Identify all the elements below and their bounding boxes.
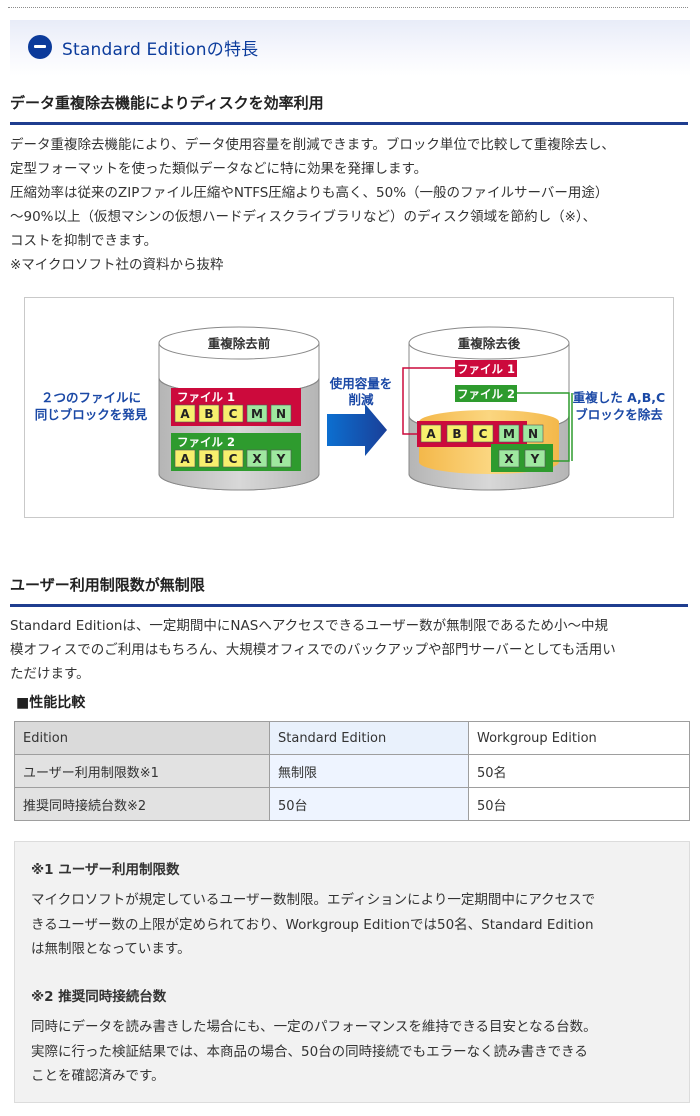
text-line: Standard Editionは、一定期間中にNASへアクセスできるユーザー数…: [10, 618, 608, 634]
text-line: 圧縮効率は従来のZIPファイル圧縮やNTFS圧縮よりも高く、50%（一般のファイ…: [10, 185, 609, 201]
after-label: 重複除去後: [458, 336, 521, 351]
block-label: A: [426, 427, 436, 441]
block-label: A: [180, 452, 190, 466]
table-header-cell: Workgroup Edition: [468, 721, 690, 755]
text-line: 同時にデータを読み書きした場合にも、一定のパフォーマンスを維持できる目安となる台…: [31, 1019, 597, 1035]
section-title-dedup: データ重複除去機能によりディスクを効率利用: [10, 92, 688, 125]
reduce-arrow-icon: [327, 404, 387, 456]
note2-title: ※2 推奨同時接続台数: [31, 989, 167, 1005]
block-label: B: [204, 407, 213, 421]
block-label: M: [251, 407, 263, 421]
block-b: [198, 404, 220, 423]
table-row: ユーザー利用制限数※1 無制限 50名: [14, 754, 690, 788]
table-cell: 無制限: [269, 754, 469, 788]
text-line: きるユーザー数の上限が定められており、Workgroup Editionでは50…: [31, 916, 594, 933]
text-line: 模オフィスでのご利用はもちろん、大規模オフィスでのバックアップや部門サーバーとし…: [10, 642, 616, 658]
block-label: M: [503, 427, 515, 441]
arrow-caption-line1: 使用容量を: [329, 376, 393, 391]
block-n: [270, 404, 292, 423]
table-cell: 50名: [468, 754, 690, 788]
text-line: マイクロソフトが規定しているユーザー数制限。エディションにより一定期間中にアクセ…: [31, 892, 596, 908]
section-title-unlimited-users: ユーザー利用制限数が無制限: [10, 574, 688, 607]
block-label: X: [504, 452, 514, 466]
file2-after-label-box: [455, 385, 517, 402]
table-row: 推奨同時接続台数※2 50台 50台: [14, 787, 690, 821]
note1-title: ※1 ユーザー利用制限数: [31, 862, 180, 878]
performance-table: Edition Standard Edition Workgroup Editi…: [14, 721, 690, 821]
accordion-header[interactable]: Standard Editionの特長: [10, 20, 690, 76]
block-label: C: [229, 407, 238, 421]
text-line: ただけます。: [10, 666, 90, 682]
text-line: 定型フォーマットを使った類似データなどに特に効果を発揮します。: [10, 161, 428, 177]
right-caption-line2: ブロックを除去: [575, 407, 663, 422]
block-label: N: [276, 407, 286, 421]
table-header-cell: Standard Edition: [269, 721, 469, 755]
block-b: [198, 449, 220, 468]
block-a: [174, 449, 196, 468]
collapse-minus-icon[interactable]: [28, 35, 52, 59]
block-c: [222, 404, 244, 423]
block-label: Y: [530, 452, 540, 466]
left-caption-line1: ２つのファイルに: [41, 390, 141, 405]
block-y: [270, 449, 292, 468]
file2-connector-line: [517, 392, 570, 462]
section-unlimited-text: Standard Editionは、一定期間中にNASへアクセスできるユーザー数…: [10, 614, 688, 686]
table-header-row: Edition Standard Edition Workgroup Editi…: [14, 721, 690, 755]
right-caption-line1: 重複した A,B,C: [573, 390, 665, 405]
block-label: C: [229, 452, 238, 466]
perf-comparison-title: ■性能比較: [16, 695, 86, 711]
block-label: Y: [276, 452, 286, 466]
note1-text: マイクロソフトが規定しているユーザー数制限。エディションにより一定期間中にアクセ…: [31, 888, 671, 962]
block-a: [174, 404, 196, 423]
block-label: A: [180, 407, 190, 421]
block-c: [472, 424, 494, 443]
accordion-title: Standard Editionの特長: [62, 40, 259, 60]
block-label: B: [452, 427, 461, 441]
block-m: [246, 404, 268, 423]
block-a: [420, 424, 442, 443]
block-label: C: [479, 427, 488, 441]
file1-connector-line: [402, 367, 455, 435]
block-n: [522, 424, 544, 443]
table-cell: ユーザー利用制限数※1: [14, 754, 270, 788]
block-m: [498, 424, 520, 443]
block-x: [246, 449, 268, 468]
block-x: [498, 449, 520, 468]
text-line: 実際に行った検証結果では、本商品の場合、50台の同時接続でもエラーなく読み書きで…: [31, 1043, 588, 1060]
before-label: 重複除去前: [208, 336, 271, 351]
text-line: データ重複除去機能により、データ使用容量を削減できます。ブロック単位で比較して重…: [10, 137, 615, 153]
block-y: [524, 449, 546, 468]
block-label: B: [204, 452, 213, 466]
text-line: コストを抑制できます。: [10, 233, 158, 249]
arrow-caption-line2: 削減: [348, 392, 374, 407]
table-cell: 50台: [468, 787, 690, 821]
table-header-cell: Edition: [14, 721, 270, 755]
notes-box: ※1 ユーザー利用制限数 マイクロソフトが規定しているユーザー数制限。エディショ…: [14, 841, 690, 1103]
file1-after-label: ファイル 1: [457, 362, 515, 376]
table-cell: 50台: [269, 787, 469, 821]
left-caption-line2: 同じブロックを発見: [35, 407, 148, 422]
section-dedup-text: データ重複除去機能により、データ使用容量を削減できます。ブロック単位で比較して重…: [10, 133, 688, 277]
file2-before-label: ファイル 2: [177, 435, 235, 449]
top-dotted-divider: [8, 7, 688, 8]
note2-text: 同時にデータを読み書きした場合にも、一定のパフォーマンスを維持できる目安となる台…: [31, 1015, 671, 1089]
file1-after-label-box: [455, 360, 517, 377]
file1-before-label: ファイル 1: [177, 390, 235, 404]
block-label: N: [528, 427, 538, 441]
block-c: [222, 449, 244, 468]
table-cell: 推奨同時接続台数※2: [14, 787, 270, 821]
text-line: ことを確認済みです。: [31, 1068, 165, 1084]
block-label: X: [252, 452, 262, 466]
text-line: ※マイクロソフト社の資料から抜粋: [10, 257, 224, 273]
file2-after-label: ファイル 2: [457, 387, 515, 401]
text-line: は無制限となっています。: [31, 941, 191, 957]
text-line: ～90%以上（仮想マシンの仮想ハードディスクライブラリなど）のディスク領域を節約…: [10, 209, 597, 225]
block-b: [446, 424, 468, 443]
